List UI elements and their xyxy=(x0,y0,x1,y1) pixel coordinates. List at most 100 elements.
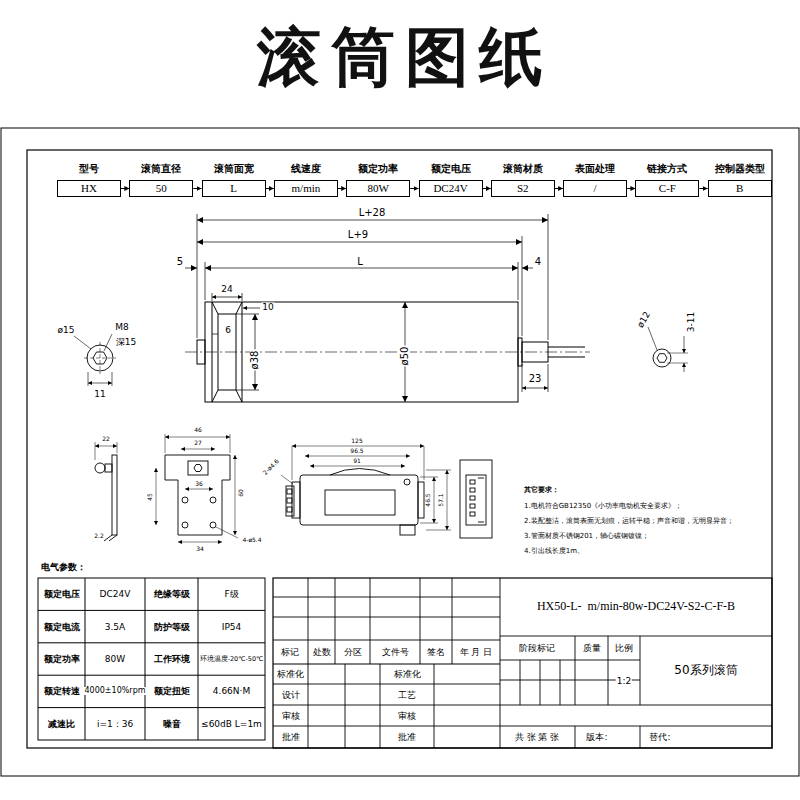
code-box: 控制器类型B xyxy=(708,180,772,197)
controller-drawing xyxy=(420,477,438,478)
title-block-grid xyxy=(500,578,501,748)
roller-drawing xyxy=(548,357,585,358)
end-view-right xyxy=(667,363,688,364)
field-heading: 滚筒面宽 xyxy=(214,164,254,174)
dimension-lines xyxy=(522,268,533,269)
controller-drawing xyxy=(281,446,451,535)
end-view-left xyxy=(100,342,101,374)
table-cell: 额定电压 xyxy=(43,590,81,599)
title-block-grid xyxy=(500,660,640,661)
roller-drawing xyxy=(185,302,590,402)
end-view-left xyxy=(88,383,112,384)
dimension: 22 xyxy=(101,436,111,442)
bracket-front xyxy=(188,461,208,475)
controller-drawing xyxy=(305,456,410,457)
dimension: 23 xyxy=(528,374,543,384)
controller-drawing xyxy=(310,466,405,467)
end-view-left xyxy=(112,372,113,386)
title-block-cell: 签名 xyxy=(426,648,446,657)
dimension: 125 xyxy=(350,438,363,444)
field-heading: 滚筒材质 xyxy=(503,164,543,174)
title-block-cell: 审核 xyxy=(397,711,417,720)
page-title: 滚筒图纸 xyxy=(0,22,800,92)
controller-drawing xyxy=(281,446,451,530)
controller-drawing xyxy=(418,482,424,518)
dimension: 10 xyxy=(261,303,274,312)
end-view-right xyxy=(648,327,657,350)
table-cell: 环境温度-20℃-50℃ xyxy=(199,656,265,663)
field-heading: 额定电压 xyxy=(431,164,471,174)
roller-drawing xyxy=(185,352,590,353)
title-block-cell: 阶段标记 xyxy=(518,644,556,653)
note-text: 4.引出线长度1m。 xyxy=(523,548,585,555)
field-value: L xyxy=(230,183,237,194)
dimension: 3-11 xyxy=(687,311,696,333)
controller-drawing xyxy=(404,479,410,485)
param-table-grid xyxy=(38,642,265,643)
end-view-right xyxy=(657,354,667,363)
field-heading: 线速度 xyxy=(291,164,321,174)
bracket-side xyxy=(112,455,117,535)
title-block-cell: 比例 xyxy=(614,644,634,653)
dimension-lines xyxy=(185,268,197,269)
note-text: 1.电机符合GB12350《小功率电动机安全要求》； xyxy=(523,503,683,510)
param-table-grid xyxy=(38,610,265,611)
field-value: / xyxy=(594,183,597,194)
frame xyxy=(1,128,799,776)
bracket-front xyxy=(235,455,236,535)
note-heading: 其它要求： xyxy=(523,487,560,494)
bracket-side xyxy=(117,442,118,453)
title-block-grid xyxy=(420,578,421,664)
controller-drawing xyxy=(300,475,418,525)
field-value: DC24V xyxy=(433,183,467,194)
flow-arrow xyxy=(121,188,129,189)
dimension-lines xyxy=(522,236,523,336)
table-cell: F级 xyxy=(223,590,239,599)
controller-drawing xyxy=(292,446,424,447)
code-box: 表面处理/ xyxy=(563,180,627,197)
end-view-right xyxy=(684,363,685,372)
dimension: L xyxy=(356,257,364,267)
title-block-cell: 文件号 xyxy=(381,648,410,657)
code-box: 滚筒材质S2 xyxy=(491,180,555,197)
field-heading: 型号 xyxy=(79,164,99,174)
controller-side xyxy=(470,488,475,492)
title-block-cell: 版本: xyxy=(585,733,608,742)
table-cell: 4.66N·M xyxy=(212,687,251,696)
bracket-front xyxy=(178,542,222,543)
title-block-cell: 分区 xyxy=(343,648,363,657)
flow-arrow xyxy=(627,188,635,189)
dimension-lines xyxy=(212,297,242,298)
dimension: 4-ø5.4 xyxy=(241,537,262,543)
field-value: m/min xyxy=(292,183,321,194)
table-cell: 减速比 xyxy=(47,719,76,728)
field-heading: 额定功率 xyxy=(358,164,398,174)
roller-drawing xyxy=(212,302,242,314)
field-heading: 滚筒直径 xyxy=(141,164,181,174)
title-block-cell: 批准 xyxy=(397,733,417,742)
code-box: 滚筒直径50 xyxy=(129,180,193,197)
dimension-lines xyxy=(185,214,548,402)
flow-arrow xyxy=(266,188,274,189)
title-block-grid xyxy=(273,684,500,685)
dimension: 11 xyxy=(93,390,106,399)
controller-drawing xyxy=(287,489,292,494)
title-block-grid xyxy=(500,726,772,727)
title-block-grid xyxy=(273,578,772,748)
bracket-front xyxy=(156,434,238,542)
field-value: S2 xyxy=(517,183,529,194)
field-value: B xyxy=(736,183,743,194)
title-block-cell: 审核 xyxy=(281,711,301,720)
title-block-grid xyxy=(273,705,500,706)
title-block-cell: 年 月 日 xyxy=(459,648,494,657)
bracket-front xyxy=(185,489,213,490)
bracket-front xyxy=(165,437,230,438)
title-block-grid xyxy=(380,664,381,748)
table-cell: 额定转速 xyxy=(43,687,81,696)
flow-arrow xyxy=(555,188,563,189)
title-block-grid xyxy=(540,660,541,705)
bracket-front xyxy=(210,522,216,528)
title-block-grid xyxy=(520,660,521,705)
dimension-lines xyxy=(197,220,548,221)
